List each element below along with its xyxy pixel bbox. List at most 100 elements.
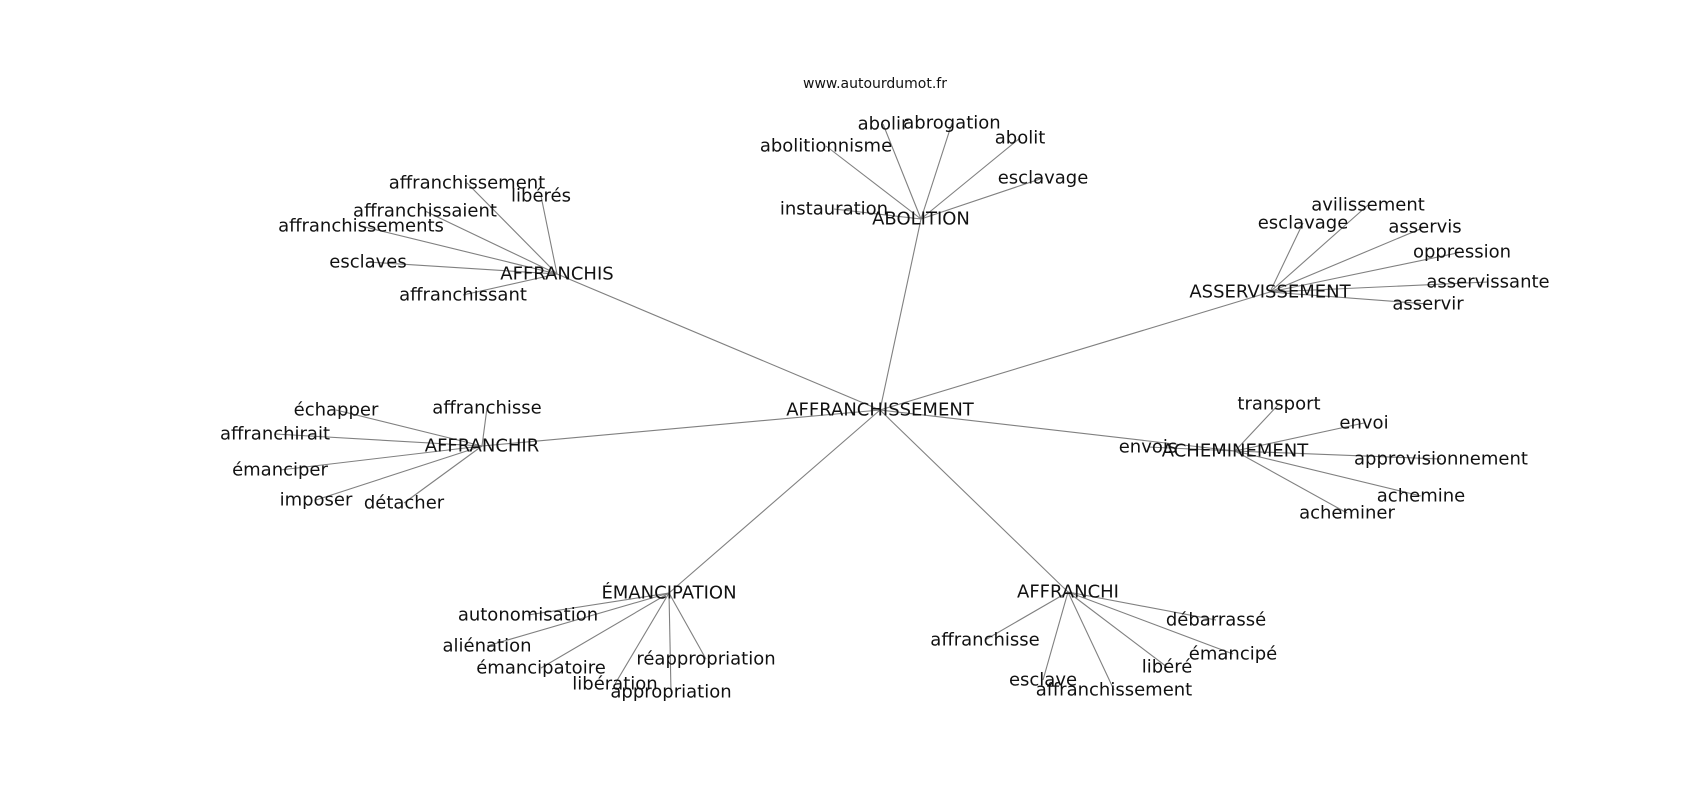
edge-abolition-abolit: [920, 137, 1021, 220]
word-node-affranchi-libere: libéré: [1142, 657, 1193, 678]
edge-asservissement-esclavage: [1269, 222, 1304, 293]
edge-emancipation-reappropriation: [668, 592, 707, 660]
edge-asservissement-asservissante: [1269, 281, 1489, 293]
edge-affranchi-esclave: [1042, 591, 1069, 681]
word-node-asservissement-avilissement: avilissement: [1311, 195, 1425, 216]
edge-center-acheminement: [879, 409, 1236, 452]
word-node-abolition-instauration: instauration: [780, 199, 888, 220]
word-node-affranchis-esclaves: esclaves: [329, 252, 406, 273]
center-node-label: AFFRANCHISSEMENT: [786, 400, 975, 421]
word-node-acheminement-transport: transport: [1237, 394, 1320, 415]
word-node-acheminement-envois: envois: [1119, 437, 1178, 458]
edge-emancipation-emancipatoire: [540, 592, 670, 669]
word-node-acheminement-envoi: envoi: [1339, 413, 1388, 434]
word-node-affranchi-debarrasse: débarrassé: [1166, 610, 1266, 631]
edge-acheminement-envois: [1147, 446, 1236, 452]
edge-asservissement-asservir: [1269, 291, 1429, 305]
edge-affranchis-liberes: [540, 195, 558, 275]
hub-node-abolition: ABOLITION: [872, 209, 970, 230]
word-node-abolition-abolitionnisme: abolitionnisme: [760, 136, 892, 157]
word-node-affranchis-affranchissements: affranchissements: [278, 216, 444, 237]
edge-center-affranchi: [879, 409, 1069, 593]
edge-acheminement-achemine: [1234, 450, 1422, 497]
edge-affranchi-affranchisse: [984, 591, 1069, 641]
word-node-affranchi-affranchisse: affranchisse: [930, 630, 1039, 651]
word-node-affranchir-detacher: détacher: [364, 493, 445, 514]
word-node-emancipation-autonomisation: autonomisation: [458, 605, 598, 626]
graph-edges: [274, 122, 1489, 693]
edge-abolition-abolitionnisme: [825, 145, 922, 220]
word-node-asservissement-asservis: asservis: [1388, 217, 1461, 238]
word-node-emancipation-alienation: aliénation: [442, 636, 531, 657]
hub-node-emancipation: ÉMANCIPATION: [601, 582, 736, 604]
word-node-affranchis-liberes: libérés: [511, 186, 571, 207]
edge-affranchi-libere: [1067, 591, 1168, 668]
edge-abolition-instauration: [833, 208, 922, 220]
edge-affranchi-debarrasse: [1067, 591, 1217, 621]
word-node-affranchi-affranchissement: affranchissement: [1036, 680, 1192, 701]
word-node-asservissement-asservir: asservir: [1392, 294, 1464, 315]
hub-node-affranchir: AFFRANCHIR: [425, 436, 540, 457]
edge-asservissement-asservis: [1269, 226, 1426, 293]
edge-center-affranchis: [556, 273, 881, 411]
word-node-emancipation-emancipatoire: émancipatoire: [476, 658, 606, 679]
word-node-asservissement-asservissante: asservissante: [1426, 272, 1549, 293]
word-node-affranchir-affranchisse: affranchisse: [432, 398, 541, 419]
edge-affranchir-affranchirait: [274, 433, 483, 447]
edge-emancipation-liberation: [614, 592, 670, 685]
word-node-affranchis-affranchissement: affranchissement: [389, 173, 545, 194]
edge-abolition-esclavage: [920, 177, 1044, 220]
edge-center-abolition: [879, 218, 922, 411]
word-node-asservissement-esclavage: esclavage: [1258, 213, 1349, 234]
edge-asservissement-avilissement: [1269, 204, 1369, 293]
edge-affranchis-esclaves: [367, 261, 558, 275]
edge-abolition-abrogation: [920, 122, 953, 220]
edge-acheminement-acheminer: [1234, 450, 1348, 514]
word-node-abolition-abolir: abolir: [858, 114, 909, 135]
word-node-acheminement-acheminer: acheminer: [1299, 503, 1395, 524]
word-node-abolition-abrogation: abrogation: [903, 113, 1000, 134]
edge-affranchi-affranchissement: [1067, 591, 1115, 691]
edge-affranchir-emanciper: [279, 445, 483, 471]
edge-emancipation-appropriation: [668, 592, 672, 693]
edge-affranchir-echapper: [335, 409, 483, 447]
hub-node-affranchi: AFFRANCHI: [1017, 582, 1119, 603]
word-node-acheminement-achemine: achemine: [1377, 486, 1465, 507]
hub-node-acheminement: ACHEMINEMENT: [1162, 441, 1310, 462]
word-node-asservissement-oppression: oppression: [1413, 242, 1511, 263]
edge-affranchis-affranchissant: [462, 273, 558, 296]
edge-asservissement-oppression: [1269, 251, 1463, 293]
word-node-affranchir-echapper: échapper: [294, 400, 379, 421]
edge-affranchis-affranchissaient: [424, 210, 558, 275]
edge-affranchis-affranchissement: [466, 182, 558, 275]
edge-emancipation-autonomisation: [527, 592, 670, 616]
hub-node-affranchis: AFFRANCHIS: [500, 264, 613, 285]
edge-affranchis-affranchissements: [360, 225, 558, 275]
word-node-acheminement-approvisionnement: approvisionnement: [1354, 449, 1528, 470]
hub-node-asservissement: ASSERVISSEMENT: [1189, 282, 1351, 303]
word-node-affranchi-esclave: esclave: [1009, 670, 1077, 691]
word-node-abolition-esclavage: esclavage: [998, 168, 1089, 189]
edge-acheminement-approvisionnement: [1234, 450, 1442, 460]
word-node-affranchir-affranchirait: affranchirait: [220, 424, 330, 445]
edge-center-affranchir: [481, 409, 881, 447]
word-node-affranchi-emancipe: émancipé: [1189, 644, 1277, 665]
word-node-emancipation-appropriation: appropriation: [610, 682, 731, 703]
edge-center-asservissement: [879, 291, 1271, 411]
word-node-affranchis-affranchissaient: affranchissaient: [353, 201, 497, 222]
edge-affranchi-emancipe: [1067, 591, 1234, 655]
edge-affranchir-affranchisse: [481, 407, 488, 447]
word-node-affranchir-emanciper: émanciper: [232, 460, 328, 481]
word-node-abolition-abolit: abolit: [995, 128, 1046, 149]
edge-abolition-abolir: [882, 123, 922, 220]
word-node-affranchir-imposer: imposer: [280, 490, 353, 511]
word-node-emancipation-liberation: libération: [572, 674, 657, 695]
edge-affranchir-detacher: [403, 445, 483, 504]
word-node-affranchis-affranchissant: affranchissant: [399, 285, 527, 306]
source-url: www.autourdumot.fr: [803, 76, 947, 92]
edge-emancipation-alienation: [486, 592, 670, 647]
edge-acheminement-envoi: [1234, 422, 1365, 452]
edge-center-emancipation: [668, 409, 881, 594]
